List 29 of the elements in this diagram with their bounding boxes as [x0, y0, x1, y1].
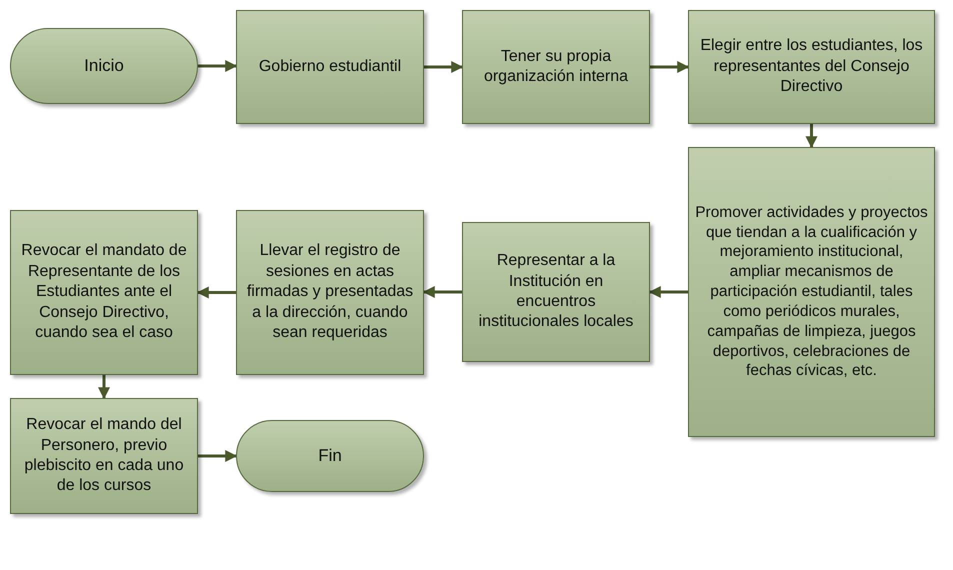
arrow [422, 286, 462, 298]
arrow [650, 61, 690, 73]
node-text: Inicio [84, 55, 124, 77]
node-text: Representar a la Institución en encuentros institucionales locales [478, 251, 634, 332]
arrow [198, 450, 238, 462]
process-box [236, 210, 424, 375]
arrow [424, 61, 464, 73]
node-text: Gobierno estudiantil [258, 56, 402, 77]
process-box [236, 10, 424, 124]
node-text: Fin [318, 445, 342, 467]
node-text: Revocar el mandato de Representante de los Estudiantes ante el Consejo Directivo, cuando sea el caso [20, 241, 188, 344]
terminal-shape [10, 28, 198, 104]
node-text: Llevar el registro de sesiones en actas firmadas y presentadas a la dirección, cuando sean requeridas [246, 241, 414, 344]
process-box [462, 222, 650, 362]
arrow [196, 286, 236, 298]
arrow [806, 124, 818, 148]
node-text: Elegir entre los estudiantes, los representantes del Consejo Directivo [699, 36, 924, 98]
process-box [462, 10, 650, 124]
arrow [98, 375, 110, 400]
process-box [10, 398, 198, 514]
node-text: Tener su propia organización interna [482, 46, 630, 87]
node-text: Promover actividades y proyectos que tiendan a la cualificación y mejoramiento institucional, ampliar mecanismos de participación estudiantil, tales como periódicos murales, campañas de limpieza, juegos deportivos, celebraciones de fechas cívicas, etc. [695, 202, 928, 382]
process-box [688, 10, 935, 124]
process-box [688, 147, 935, 437]
arrow [198, 60, 238, 72]
arrow [648, 286, 688, 298]
terminal-shape [236, 420, 424, 492]
node-text: Revocar el mando del Personero, previo plebiscito en cada uno de los cursos [23, 415, 185, 496]
process-box [10, 210, 198, 375]
